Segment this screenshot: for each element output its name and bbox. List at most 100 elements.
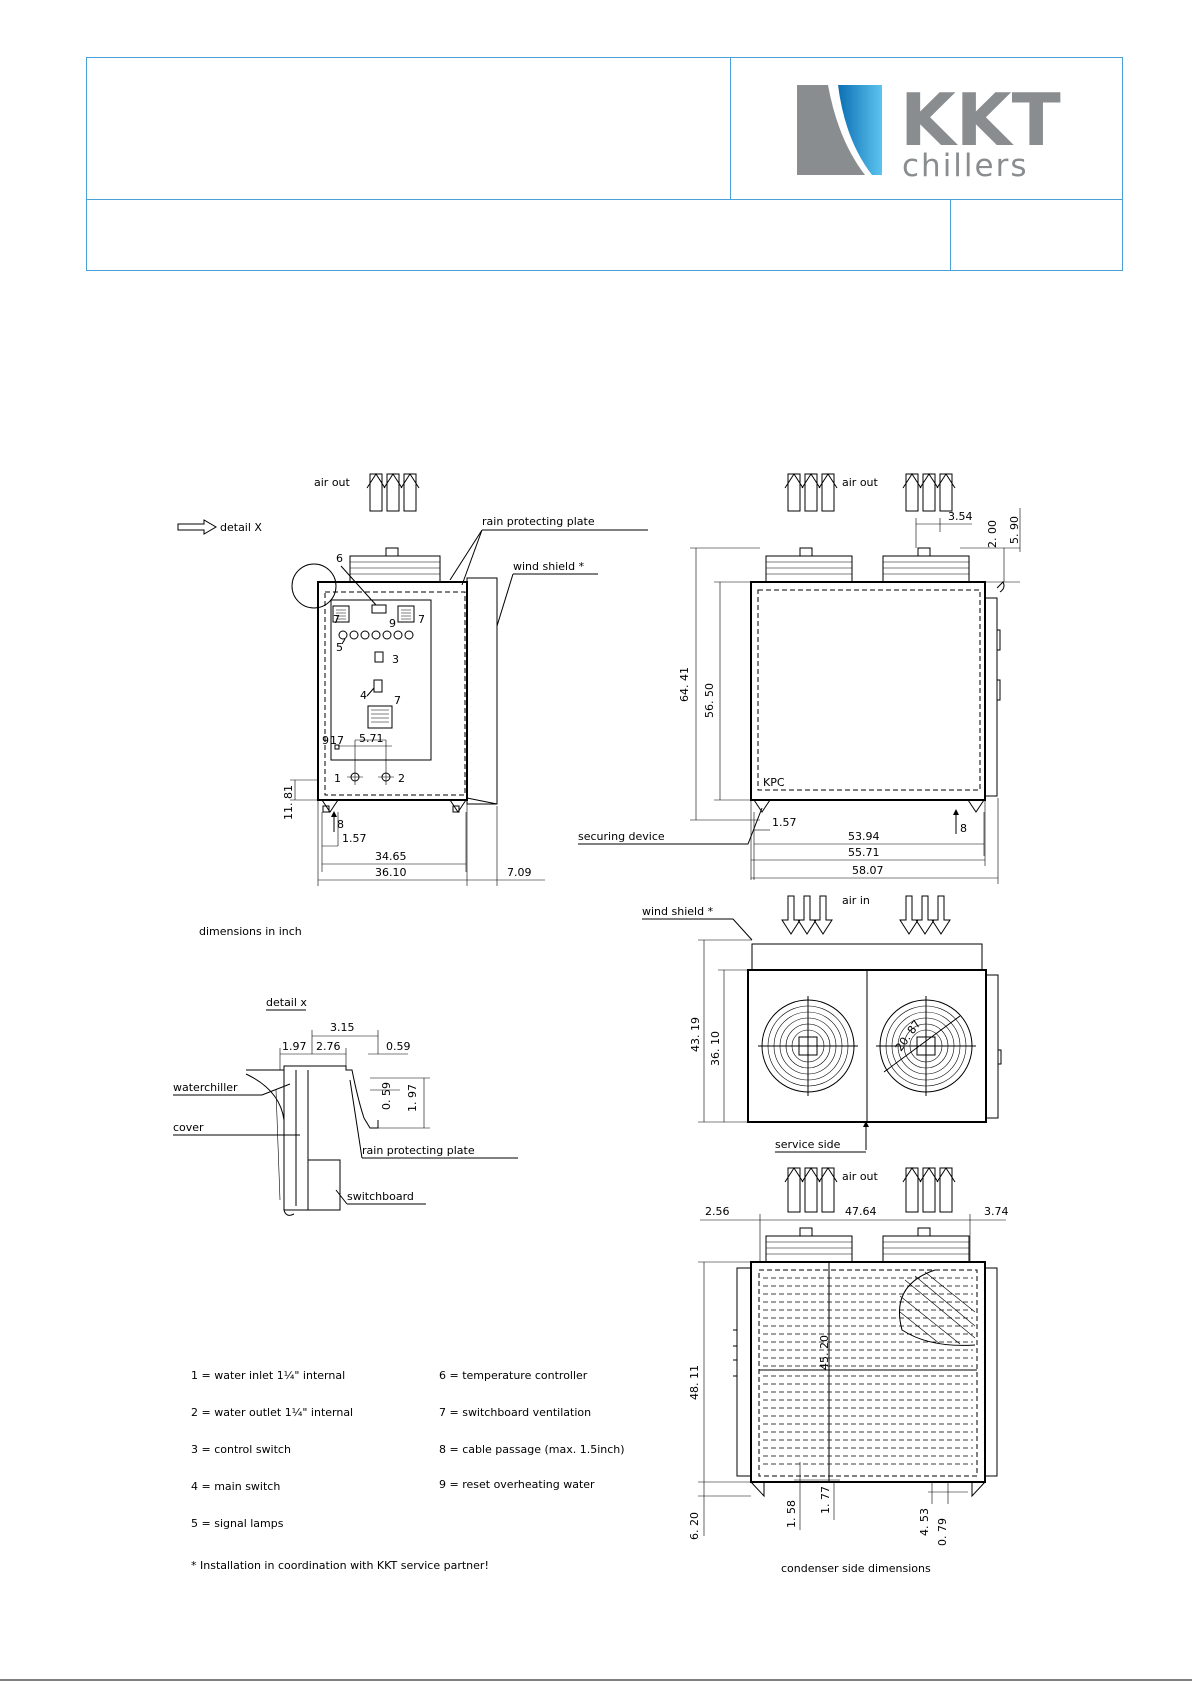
logo-sub-text: chillers bbox=[902, 148, 1029, 184]
condenser-view: air out 2.56 47.64 3.74 bbox=[688, 1167, 1009, 1575]
legend-item-7: 7 = switchboard ventilation bbox=[439, 1406, 592, 1419]
dim-43-19: 43. 19 bbox=[689, 1017, 702, 1052]
dim-1-77: 1. 77 bbox=[819, 1486, 832, 1514]
dim-2-56: 2.56 bbox=[705, 1205, 730, 1218]
legend-item-2: 2 = water outlet 1¼" internal bbox=[191, 1406, 354, 1419]
air-out-arrows-side-right bbox=[902, 473, 956, 512]
logo-gray-shape bbox=[797, 85, 865, 175]
callout-7b: 7 bbox=[418, 613, 425, 626]
rain-plate-label-detail: rain protecting plate bbox=[362, 1144, 475, 1157]
dim-2-76: 2.76 bbox=[316, 1040, 341, 1053]
detail-x-arrow bbox=[177, 519, 217, 535]
callout-8-side: 8 bbox=[960, 822, 967, 835]
kpc-label: KPC bbox=[763, 776, 785, 789]
signal-lamps bbox=[338, 630, 414, 640]
dim-6-20: 6. 20 bbox=[688, 1512, 701, 1540]
dim-1-97b: 1. 97 bbox=[406, 1084, 419, 1112]
callout-4: 4 bbox=[360, 689, 367, 702]
legend-item-9: 9 = reset overheating water bbox=[439, 1478, 595, 1491]
securing-device-label: securing device bbox=[578, 830, 665, 843]
wind-shield-label-front: wind shield * bbox=[513, 560, 585, 573]
logo-blue-shape bbox=[838, 85, 882, 175]
side-view: air out KPC 8 3.54 2. 00 5. 90 64. 41 5 bbox=[578, 473, 1021, 884]
switchboard-label: switchboard bbox=[347, 1190, 414, 1203]
dim-1-97a: 1.97 bbox=[282, 1040, 307, 1053]
dim-2-00: 2. 00 bbox=[986, 520, 999, 548]
detail-x-circle bbox=[291, 563, 337, 609]
dim-5-90: 5. 90 bbox=[1008, 516, 1021, 544]
dim-36-10-top: 36. 10 bbox=[709, 1031, 722, 1066]
legend-item-3: 3 = control switch bbox=[191, 1443, 291, 1456]
air-out-arrows-front bbox=[366, 473, 420, 512]
dim-48-11: 48. 11 bbox=[688, 1365, 701, 1400]
dim-55-71: 55.71 bbox=[848, 846, 880, 859]
dim-3-15: 3.15 bbox=[330, 1021, 355, 1034]
callout-7c: 7 bbox=[394, 694, 401, 707]
callout-5: 5 bbox=[336, 641, 343, 654]
dim-56-50: 56. 50 bbox=[703, 683, 716, 718]
air-out-label-condenser: air out bbox=[842, 1170, 879, 1183]
air-out-arrows-cond-left bbox=[784, 1167, 838, 1213]
dim-1-58: 1. 58 bbox=[785, 1500, 798, 1528]
dim-64-41: 64. 41 bbox=[678, 667, 691, 702]
legend-item-6: 6 = temperature controller bbox=[439, 1369, 588, 1382]
air-out-label-side: air out bbox=[842, 476, 879, 489]
callout-1: 1 bbox=[334, 772, 341, 785]
cover-label: cover bbox=[173, 1121, 204, 1134]
callout-9b: 9 bbox=[322, 734, 329, 747]
condenser-coil bbox=[763, 1277, 973, 1465]
air-in-label: air in bbox=[842, 894, 870, 907]
dim-36-10-front: 36.10 bbox=[375, 866, 407, 879]
dim-45-20: 45. 20 bbox=[818, 1335, 831, 1370]
callout-6: 6 bbox=[336, 552, 343, 565]
fan-right bbox=[876, 996, 976, 1096]
detail-x-small-label: detail x bbox=[266, 996, 307, 1009]
wind-shield-label-top: wind shield * bbox=[642, 905, 714, 918]
air-out-arrows-cond-right bbox=[902, 1167, 956, 1213]
detail-x-label: detail X bbox=[220, 521, 262, 534]
dim-4-53: 4. 53 bbox=[918, 1508, 931, 1536]
dim-53-94: 53.94 bbox=[848, 830, 880, 843]
fan-left bbox=[758, 996, 858, 1096]
service-side-label: service side bbox=[775, 1138, 841, 1151]
dimensions-note: dimensions in inch bbox=[199, 925, 302, 938]
dim-47-64: 47.64 bbox=[845, 1205, 877, 1218]
footnote: * Installation in coordination with KKT … bbox=[191, 1559, 489, 1572]
air-out-label-front: air out bbox=[314, 476, 351, 489]
dim-3-54: 3.54 bbox=[948, 510, 973, 523]
dim-17: 17 bbox=[330, 734, 344, 747]
dim-58-07: 58.07 bbox=[852, 864, 884, 877]
callout-9: 9 bbox=[389, 617, 396, 630]
detail-x-view: detail x 3.15 1.97 2.76 0.59 0. 59 1. 97… bbox=[173, 996, 518, 1216]
air-out-arrows-side-left bbox=[784, 473, 838, 512]
callout-7a: 7 bbox=[333, 613, 340, 626]
dim-5-71: 5.71 bbox=[359, 732, 384, 745]
dim-1-57-front: 1.57 bbox=[342, 832, 367, 845]
dim-0-79: 0. 79 bbox=[936, 1518, 949, 1546]
dim-20-87: 20. 87 bbox=[893, 1018, 924, 1054]
logo-main-text: KKT bbox=[900, 78, 1061, 162]
waterchiller-label: waterchiller bbox=[173, 1081, 238, 1094]
dim-0-59b: 0. 59 bbox=[380, 1082, 393, 1110]
callout-2: 2 bbox=[398, 772, 405, 785]
dim-3-74: 3.74 bbox=[984, 1205, 1009, 1218]
dim-7-09: 7.09 bbox=[507, 866, 532, 879]
header-box-bottom-right bbox=[950, 199, 1123, 271]
dim-11-81: 11. 81 bbox=[282, 785, 295, 820]
legend-item-1: 1 = water inlet 1¼" internal bbox=[191, 1369, 346, 1382]
callout-8: 8 bbox=[337, 818, 344, 831]
dim-0-59a: 0.59 bbox=[386, 1040, 411, 1053]
top-view: wind shield * air in bbox=[642, 894, 1002, 1153]
front-view: air out detail X rain protecting plate w… bbox=[177, 473, 648, 938]
air-in-arrows-left bbox=[781, 895, 833, 935]
dim-34-65: 34.65 bbox=[375, 850, 407, 863]
legend-item-4: 4 = main switch bbox=[191, 1480, 281, 1493]
kkt-logo: KKT chillers bbox=[797, 78, 1061, 184]
legend-item-5: 5 = signal lamps bbox=[191, 1517, 284, 1530]
rain-plate-label-front: rain protecting plate bbox=[482, 515, 595, 528]
callout-3: 3 bbox=[392, 653, 399, 666]
legend-item-8: 8 = cable passage (max. 1.5inch) bbox=[439, 1443, 625, 1456]
dim-1-57-side: 1.57 bbox=[772, 816, 797, 829]
air-in-arrows-right bbox=[899, 895, 951, 935]
